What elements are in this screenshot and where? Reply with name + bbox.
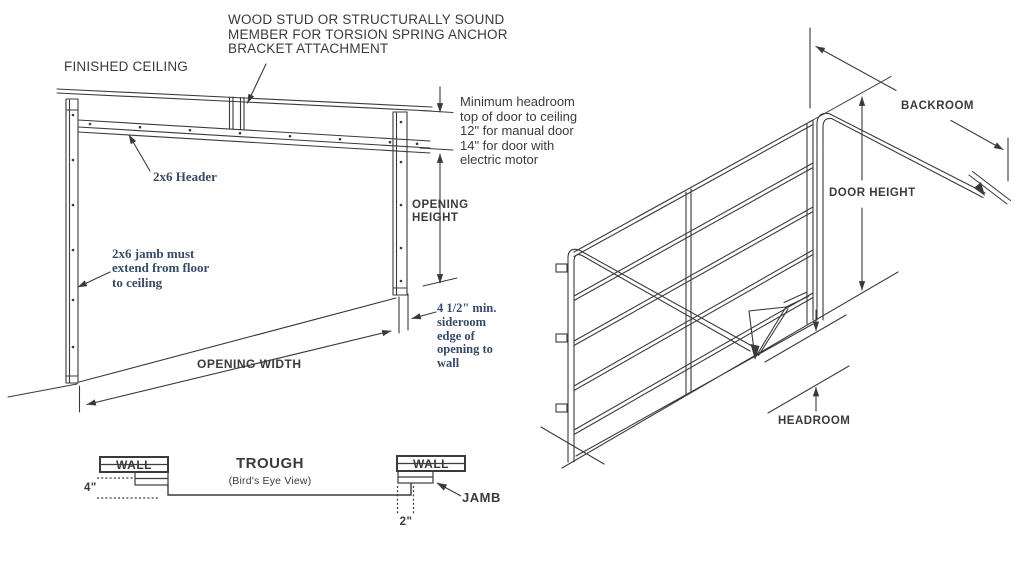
trough-title: TROUGH [236, 455, 304, 472]
wood-stud-note-line1: WOOD STUD OR STRUCTURALLY SOUND [228, 12, 505, 27]
door-height-label: DOOR HEIGHT [829, 187, 916, 199]
trough-subtitle: (Bird's Eye View) [228, 475, 312, 487]
opening-framing-lines [7, 63, 458, 413]
finished-ceiling-label: FINISHED CEILING [64, 59, 188, 74]
wood-stud-note-line2: MEMBER FOR TORSION SPRING ANCHOR [228, 26, 508, 42]
sideroom-note-line2: sideroom [437, 314, 487, 329]
jamb-note: 2x6 jamb must extend from floor to ceili… [112, 246, 210, 290]
wall-left-label: WALL [116, 458, 152, 472]
jamb-note-line2: extend from floor [112, 260, 210, 276]
jamb-note-line1: 2x6 jamb must [112, 246, 195, 261]
trough-lines [97, 455, 466, 514]
sideroom-note-line4: opening to [437, 342, 493, 357]
sideroom-note: 4 1/2" min. sideroom edge of opening to … [437, 301, 497, 371]
wood-stud-note-line3: BRACKET ATTACHMENT [228, 41, 389, 56]
nail-dots [71, 113, 419, 349]
sideroom-note-line1: 4 1/2" min. [437, 301, 497, 315]
header-label: 2x6 Header [153, 169, 217, 184]
opening-width-label: OPENING WIDTH [197, 357, 302, 371]
wood-stud-note: WOOD STUD OR STRUCTURALLY SOUND MEMBER F… [228, 12, 508, 57]
door-track-lines [540, 27, 1012, 469]
trough-bottom-dim: 2" [399, 516, 413, 528]
backroom-label: BACKROOM [901, 100, 974, 112]
headroom-label: HEADROOM [778, 415, 851, 427]
jamb-note-line3: to ceiling [112, 274, 163, 290]
min-headroom-line5: electric motor [460, 152, 539, 167]
min-headroom-line2: top of door to ceiling [460, 108, 578, 124]
trough-left-dim: 4" [84, 482, 97, 494]
min-headroom-line1: Minimum headroom [460, 94, 575, 109]
opening-height-line2: HEIGHT [412, 212, 459, 224]
min-headroom-line3: 12" for manual door [460, 123, 574, 138]
opening-height-label: OPENING HEIGHT [412, 199, 469, 225]
jamb-label: JAMB [462, 490, 501, 505]
min-headroom-line4: 14" for door with [460, 137, 555, 153]
sideroom-note-line5: wall [437, 356, 460, 371]
wall-right-label: WALL [413, 457, 449, 471]
min-headroom-note: Minimum headroom top of door to ceiling … [460, 94, 578, 168]
sideroom-note-line3: edge of [437, 328, 475, 343]
opening-height-line1: OPENING [412, 199, 469, 211]
